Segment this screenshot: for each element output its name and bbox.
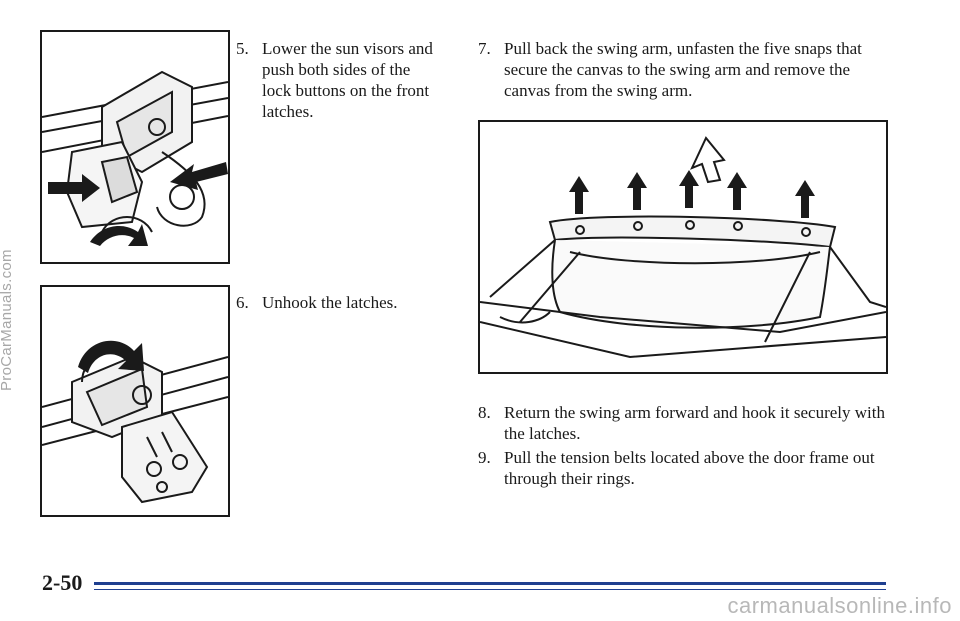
step-text: Pull the tension belts located above the… [504, 448, 875, 488]
step-text: Unhook the latches. [262, 293, 398, 312]
step-7: 7. Pull back the swing arm, unfasten the… [478, 38, 888, 101]
footer-rule-thin [94, 589, 886, 590]
swing-arm-snaps-drawing [480, 136, 886, 359]
step-9: 9. Pull the tension belts located above … [478, 447, 888, 489]
unhook-latch-drawing [42, 340, 228, 504]
step-text: Return the swing arm forward and hook it… [504, 403, 885, 443]
latch-lock-illustration [40, 30, 230, 264]
swing-arm-snaps-illustration [478, 120, 888, 374]
step-number: 6. [236, 293, 249, 312]
step-number: 7. [478, 39, 491, 58]
step-text: Pull back the swing arm, unfasten the fi… [504, 39, 862, 100]
latch-lock-drawing [42, 70, 228, 246]
side-watermark: ProCarManuals.com [0, 249, 15, 391]
step-8: 8. Return the swing arm forward and hook… [478, 402, 888, 444]
bottom-watermark: carmanualsonline.info [727, 593, 952, 618]
unhook-latch-illustration [40, 285, 230, 517]
step-6: 6. Unhook the latches. [236, 292, 436, 313]
step-5: 5. Lower the sun visors and push both si… [236, 38, 436, 122]
step-number: 9. [478, 448, 491, 467]
step-text: Lower the sun visors and push both sides… [262, 39, 433, 121]
page-number: 2-50 [42, 570, 83, 595]
footer-rule [94, 582, 886, 585]
step-number: 8. [478, 403, 491, 422]
step-number: 5. [236, 39, 249, 58]
